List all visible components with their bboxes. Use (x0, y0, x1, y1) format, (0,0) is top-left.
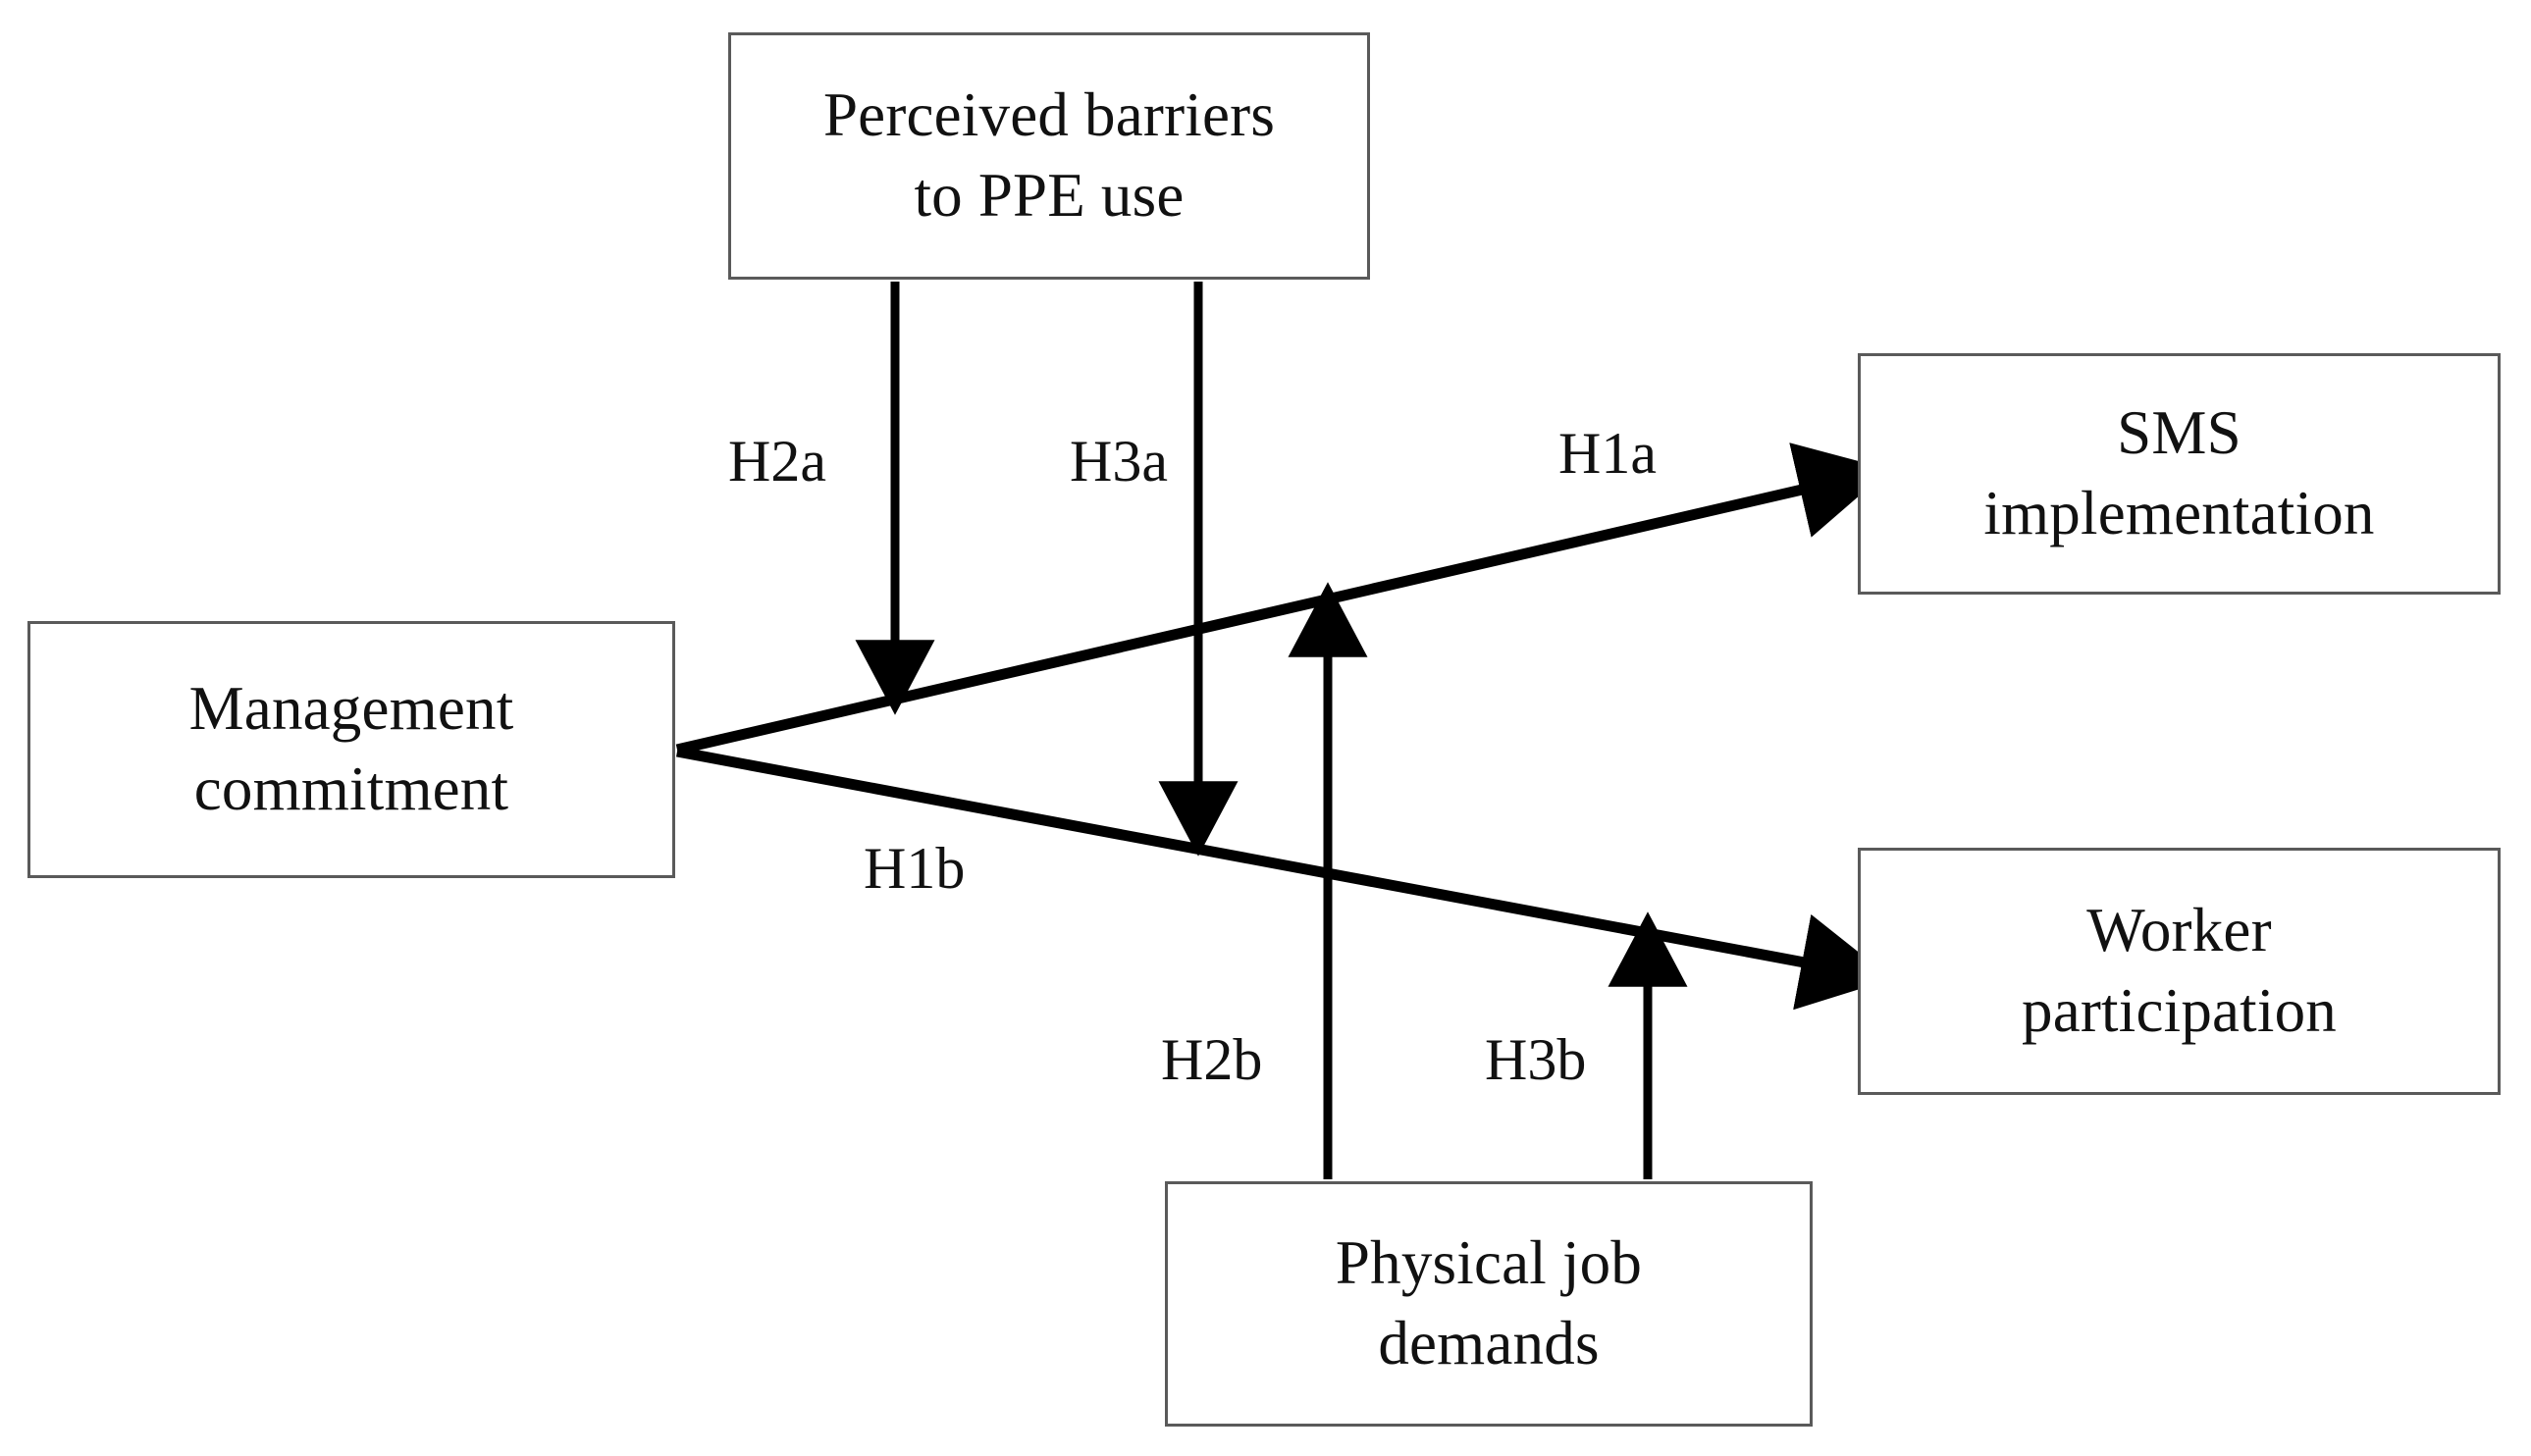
edge-label-h3a: H3a (1070, 429, 1168, 494)
node-management-commitment-label: Management commitment (188, 674, 514, 823)
node-worker-participation-label: Worker participation (2022, 896, 2337, 1045)
edge-label-h1a: H1a (1558, 421, 1657, 486)
node-sms-implementation-label: SMS implementation (1983, 398, 2375, 547)
edge-label-h2a: H2a (728, 429, 826, 494)
edge-label-h1b: H1b (864, 836, 966, 901)
node-perceived-barriers-label: Perceived barriers to PPE use (822, 80, 1276, 230)
node-management-commitment: Management commitment (27, 621, 675, 878)
node-sms-implementation: SMS implementation (1858, 353, 2501, 595)
edge-line-h1b (675, 746, 1893, 1011)
node-perceived-barriers: Perceived barriers to PPE use (728, 32, 1370, 280)
node-physical-job-demands: Physical job demands (1165, 1181, 1813, 1427)
edge-label-h2b: H2b (1161, 1027, 1263, 1092)
edge-line-h1a (675, 442, 1890, 755)
node-worker-participation: Worker participation (1858, 848, 2501, 1095)
edge-label-h3b: H3b (1485, 1027, 1587, 1092)
node-physical-job-demands-label: Physical job demands (1335, 1228, 1643, 1378)
